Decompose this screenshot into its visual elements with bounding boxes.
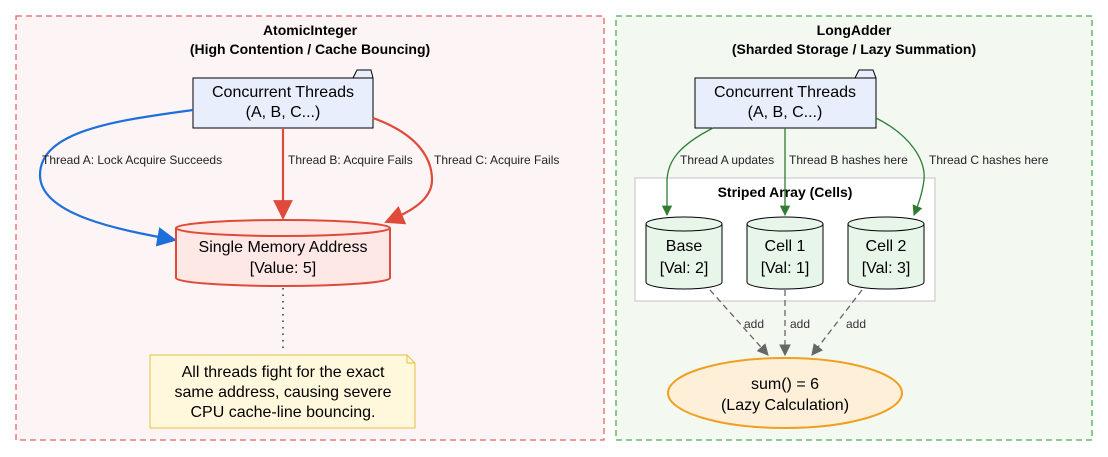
cell-base: Base [Val: 2] [645,216,723,290]
longadder-subtitle: (Sharded Storage / Lazy Summation) [732,41,976,57]
edge-label-thread-a-left: Thread A: Lock Acquire Succeeds [42,153,222,167]
edge-thread-c-right [875,117,925,216]
edge-thread-a-right [661,127,714,217]
left-threads-node: Concurrent Threads (A, B, C...) [192,69,374,129]
edge-label-thread-a-right: Thread A updates [680,153,774,167]
cell-2-value: [Val: 3] [862,260,911,277]
longadder-title: LongAdder [817,22,892,38]
edge-label-add-cell-1: add [790,317,810,331]
cell-1-value: [Val: 1] [761,260,810,277]
cell-base-value: [Val: 2] [660,260,709,277]
edge-add-base [709,289,769,356]
edge-thread-c-left [372,116,434,225]
right-threads-label: Concurrent Threads [714,84,856,101]
sum-node: sum() = 6 (Lazy Calculation) [667,357,903,429]
sum-sub: (Lazy Calculation) [721,397,849,414]
note-box: All threads fight for the exact same add… [149,354,416,429]
sum-label: sum() = 6 [751,376,819,393]
note-line-2: same address, causing severe [175,384,392,401]
atomicinteger-title: AtomicInteger [263,22,358,38]
left-threads-sub: (A, B, C...) [246,104,321,121]
right-threads-sub: (A, B, C...) [748,104,823,121]
note-line-1: All threads fight for the exact [182,364,385,381]
edge-thread-a-left [38,108,194,247]
note-line-3: CPU cache-line bouncing. [191,404,376,421]
edge-label-add-base: add [744,317,764,331]
edge-label-add-cell-2: add [846,317,866,331]
right-threads-node: Concurrent Threads (A, B, C...) [694,69,877,129]
edge-label-thread-c-right: Thread C hashes here [929,153,1049,167]
longadder-panel: LongAdder (Sharded Storage / Lazy Summat… [615,15,1093,441]
cell-1: Cell 1 [Val: 1] [746,216,824,290]
atomicinteger-subtitle: (High Contention / Cache Bouncing) [190,41,430,57]
memory-address-value: [Value: 5] [250,260,316,277]
cell-2: Cell 2 [Val: 3] [847,216,925,290]
atomicinteger-panel: AtomicInteger (High Contention / Cache B… [15,15,605,441]
edge-label-thread-b-right: Thread B hashes here [789,153,908,167]
left-threads-label: Concurrent Threads [212,84,354,101]
memory-address-label: Single Memory Address [199,239,368,256]
edge-add-cell-2 [811,289,863,356]
edge-label-thread-b-left: Thread B: Acquire Fails [288,153,413,167]
edge-label-thread-c-left: Thread C: Acquire Fails [434,153,559,167]
cell-2-label: Cell 2 [866,238,907,255]
memory-address-node: Single Memory Address [Value: 5] [175,219,391,287]
cell-1-label: Cell 1 [765,238,806,255]
cell-base-label: Base [666,238,703,255]
